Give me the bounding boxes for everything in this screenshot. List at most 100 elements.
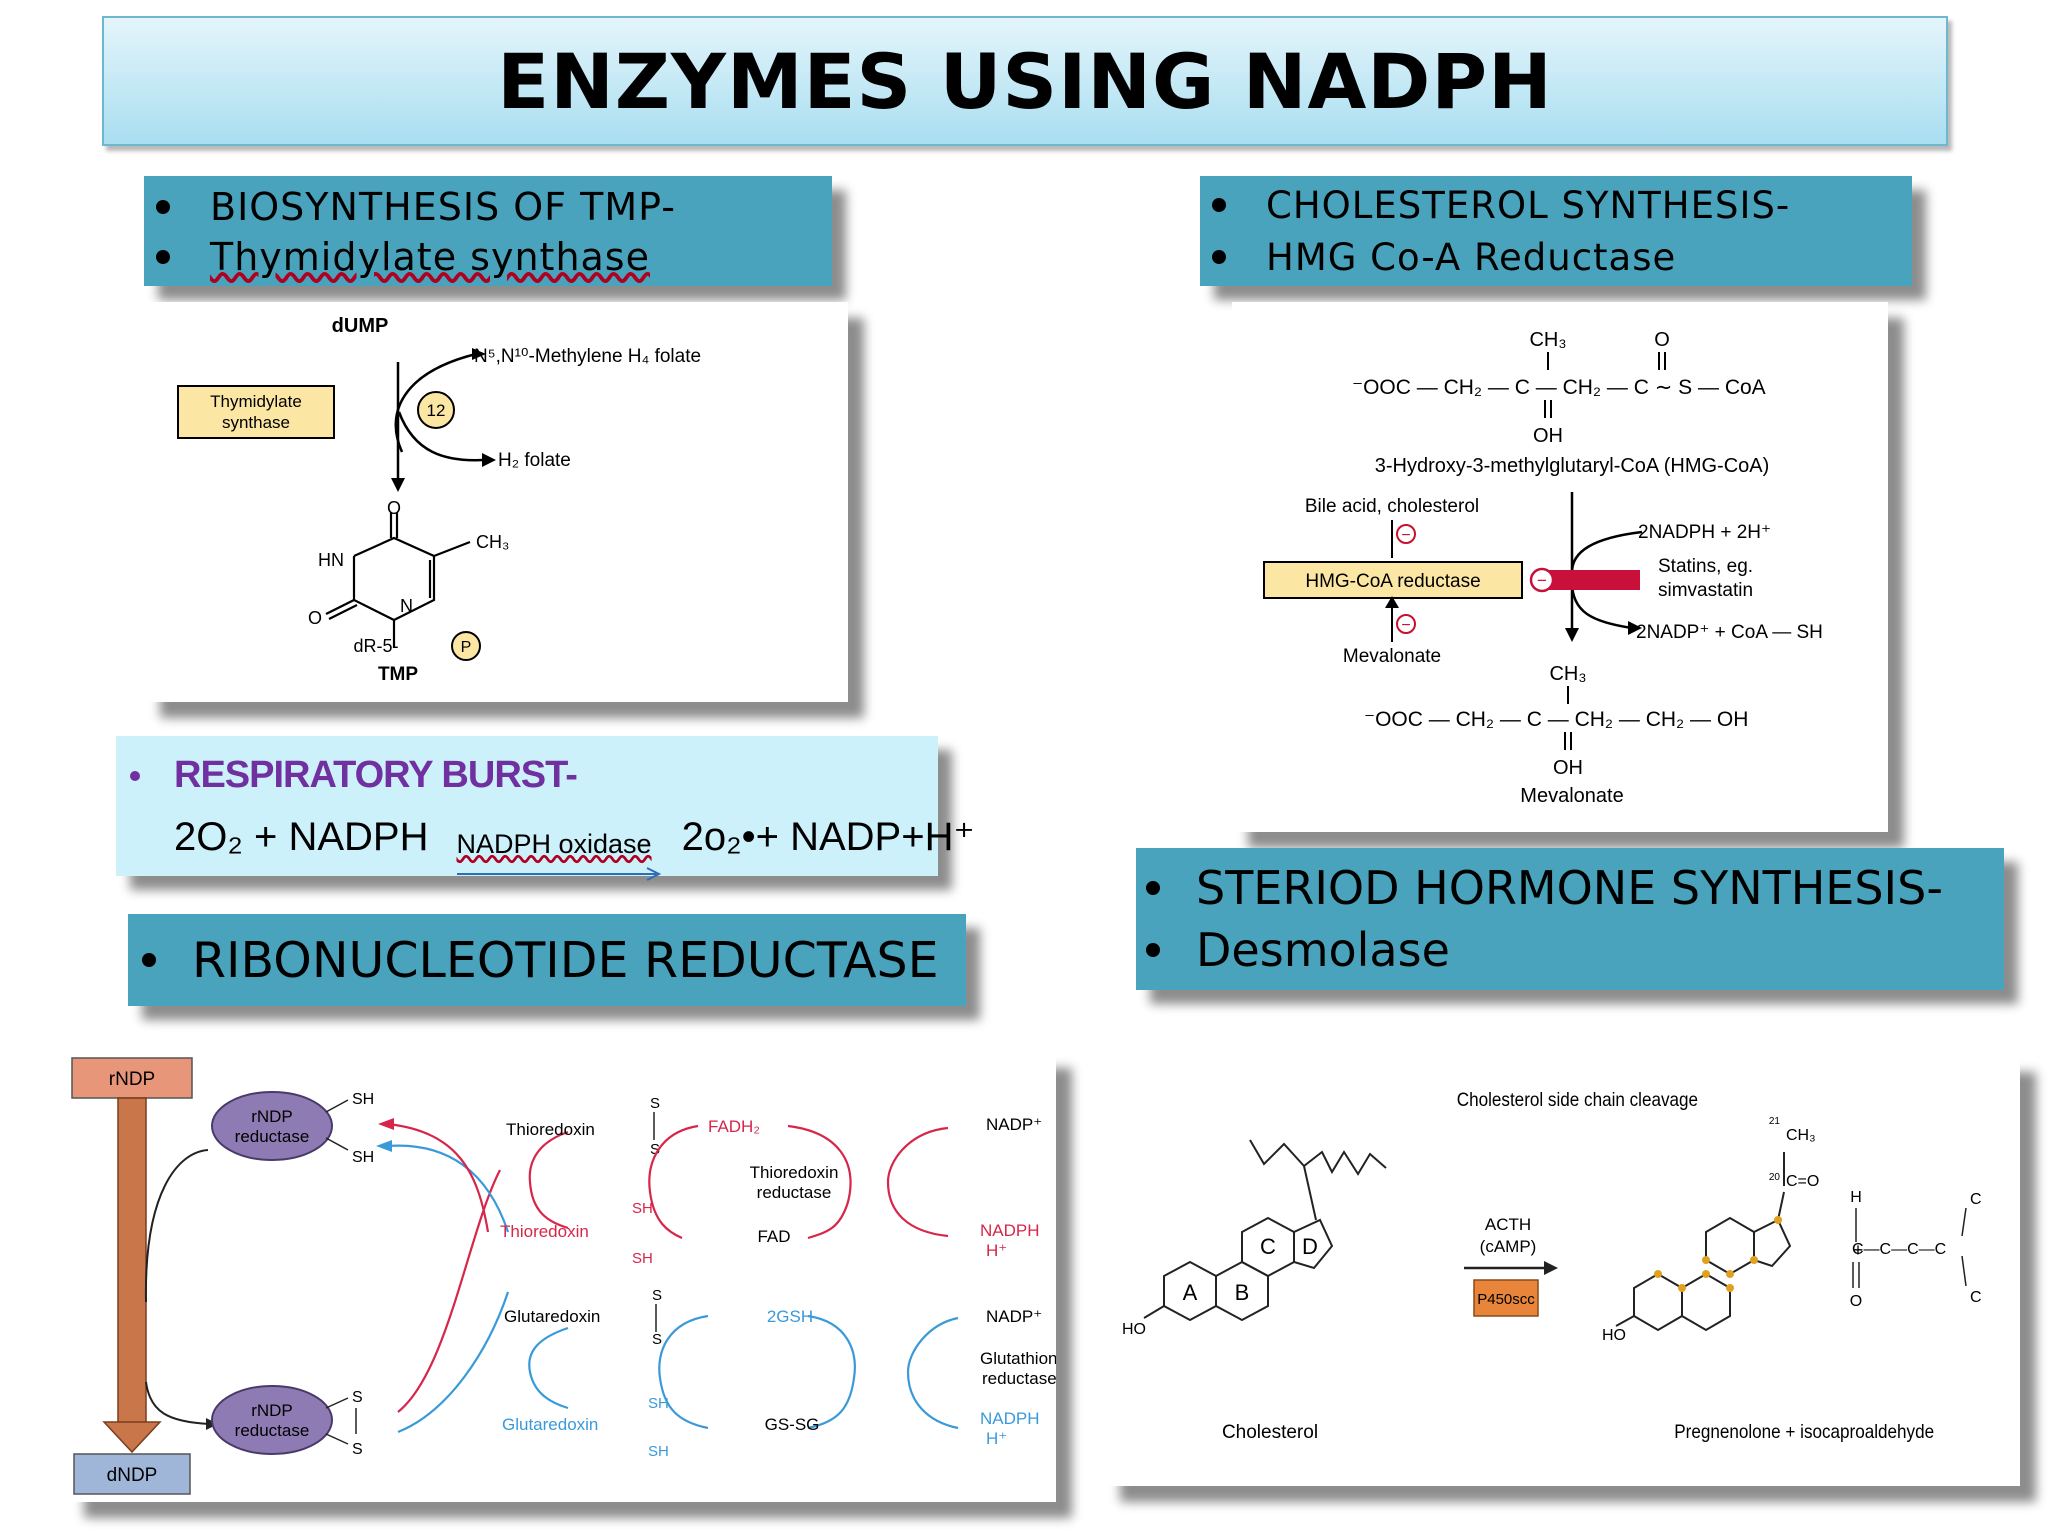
svg-text:C: C (1260, 1234, 1276, 1259)
svg-text:O: O (1654, 329, 1670, 351)
reaction-rhs: 2o₂•+ NADP+H⁺ (681, 815, 975, 859)
steroid-hormone-box: STERIOD HORMONE SYNTHESIS- Desmolase (1136, 848, 2004, 990)
reduction-arrow (117, 1097, 147, 1429)
svg-text:S: S (652, 1331, 662, 1348)
svg-text:HN: HN (318, 550, 344, 570)
svg-text:rNDP: rNDP (251, 1107, 293, 1126)
svg-text:−: − (1537, 571, 1547, 590)
svg-text:SH: SH (648, 1395, 669, 1412)
bullet-icon (1146, 881, 1160, 895)
thymine-ring-icon (325, 512, 471, 648)
p450scc-label: P450scc (1477, 1291, 1535, 1308)
bullet-icon (156, 250, 170, 264)
steroid-heading: STERIOD HORMONE SYNTHESIS- (1196, 861, 1943, 915)
cofactor-out-label: H₂ folate (498, 450, 571, 471)
step-number: 12 (427, 401, 446, 420)
cholesterol-enzyme: HMG Co-A Reductase (1266, 235, 1677, 279)
gsh-label: 2GSH (767, 1307, 813, 1326)
svg-text:O: O (308, 608, 322, 628)
tmp-diagram: dUMP N⁵,N¹⁰-Methylene H₄ folate Thymidyl… (144, 302, 848, 702)
cholesterol-header-box: CHOLESTEROL SYNTHESIS- HMG Co-A Reductas… (1200, 176, 1912, 286)
svg-text:C: C (1970, 1289, 1982, 1306)
svg-text:O: O (387, 498, 401, 518)
inhibit-icon (1529, 567, 1555, 593)
inhibitor-bile-acid: Bile acid, cholesterol (1305, 496, 1479, 517)
hmg-coa-reductase-label: HMG-CoA reductase (1305, 571, 1480, 592)
tmp-product-label: TMP (378, 664, 418, 685)
inhibit-icon (1396, 524, 1416, 544)
nadph-input: 2NADPH + 2H⁺ (1638, 522, 1771, 543)
svg-text:O: O (1850, 1293, 1862, 1310)
respiratory-burst-box: RESPIRATORY BURST- 2O₂ + NADPH NADPH oxi… (116, 736, 975, 881)
cholesterol-heading: CHOLESTEROL SYNTHESIS- (1266, 183, 1791, 227)
svg-text:simvastatin: simvastatin (1658, 580, 1753, 601)
nadp-output: 2NADP⁺ + CoA — SH (1636, 622, 1823, 643)
bullet-icon (130, 770, 140, 781)
svg-text:CH₃: CH₃ (1549, 663, 1586, 685)
bullet-icon (142, 953, 156, 967)
hmg-coa-diagram: CH₃ O ⁻OOC — CH₂ — C — CH₂ — C ∼ S — CoA… (1232, 302, 1888, 832)
reaction-lhs: 2O₂ + NADPH (174, 815, 429, 859)
gssg-label: GS-SG (765, 1415, 820, 1434)
phosphate-icon (451, 631, 481, 661)
svg-text:SH: SH (632, 1250, 653, 1267)
pregnenolone-structure-icon (1615, 1152, 1792, 1332)
svg-text:N: N (400, 596, 413, 616)
inhibit-icon (1396, 614, 1416, 634)
svg-text:C—C—C—C: C—C—C—C (1852, 1241, 1946, 1258)
respiratory-burst-heading: RESPIRATORY BURST- (174, 754, 578, 796)
cholesterol-structure-icon (1143, 1139, 1387, 1322)
svg-text:S: S (650, 1141, 660, 1158)
ribonucleotide-reductase-box: RIBONUCLEOTIDE REDUCTASE (128, 914, 966, 1006)
title-banner: ENZYMES USING NADPH (102, 16, 1948, 146)
statin-block-bar (1536, 570, 1640, 590)
svg-text:HO: HO (1602, 1327, 1626, 1344)
svg-text:synthase: synthase (222, 413, 290, 432)
svg-text:CH₃: CH₃ (476, 532, 509, 552)
svg-text:NADPH: NADPH (980, 1409, 1040, 1428)
inhibitor-mevalonate: Mevalonate (1343, 646, 1441, 667)
svg-text:H⁺: H⁺ (986, 1429, 1007, 1448)
mevalonate-label: Mevalonate (1520, 785, 1623, 807)
svg-text:CH₃: CH₃ (1529, 329, 1566, 351)
svg-text:H: H (1850, 1189, 1862, 1206)
ribonucleotide-diagram: rNDP dNDP rNDP reductase rNDP reductase … (68, 1052, 1067, 1502)
bullet-icon (1146, 943, 1160, 957)
thioredoxin-reduced: Thioredoxin (500, 1222, 589, 1241)
rndp-reductase-oxidized (211, 1091, 333, 1161)
rndp-box (71, 1057, 193, 1099)
svg-text:reductase: reductase (235, 1127, 310, 1146)
svg-text:SH: SH (648, 1443, 669, 1460)
dndp-box (73, 1453, 191, 1495)
steroid-enzyme: Desmolase (1196, 923, 1450, 977)
hmg-coa-reductase-box (1263, 561, 1523, 599)
svg-text:Thioredoxin: Thioredoxin (750, 1163, 839, 1182)
svg-text:HO: HO (1122, 1321, 1146, 1338)
svg-text:H⁺: H⁺ (986, 1241, 1007, 1260)
svg-text:S: S (650, 1095, 660, 1112)
side-chain-cleavage-caption: Cholesterol side chain cleavage (1457, 1089, 1698, 1110)
svg-text:21: 21 (1769, 1116, 1781, 1127)
reaction-arrow-icon (456, 867, 661, 881)
svg-text:rNDP: rNDP (109, 1069, 155, 1090)
rndp-reductase-reduced (211, 1385, 333, 1455)
svg-text:20: 20 (1769, 1172, 1781, 1183)
svg-text:rNDP: rNDP (251, 1401, 293, 1420)
pregnenolone-label: Pregnenolone + isocaproaldehyde (1674, 1421, 1934, 1442)
step-badge (417, 391, 455, 429)
svg-text:OH: OH (1533, 425, 1563, 447)
svg-text:−: − (1401, 617, 1410, 634)
hmg-formula: ⁻OOC — CH₂ — C — CH₂ — C ∼ S — CoA (1352, 376, 1766, 399)
glutathione-reductase-label: Glutathione (980, 1349, 1056, 1368)
nadp-label: NADP⁺ (986, 1115, 1042, 1134)
statins-label: Statins, eg. (1658, 556, 1753, 577)
ribonucleotide-reductase-heading: RIBONUCLEOTIDE REDUCTASE (192, 931, 939, 989)
tmp-header-box: BIOSYNTHESIS OF TMP- Thymidylate synthas… (144, 176, 832, 286)
svg-text:B: B (1235, 1280, 1250, 1305)
svg-text:reductase: reductase (235, 1421, 310, 1440)
steroid-diagram: Cholesterol side chain cleavage A B C D … (1104, 1056, 2020, 1486)
dump-label: dUMP (332, 315, 389, 337)
svg-text:CH₃: CH₃ (1786, 1127, 1816, 1144)
svg-text:+: + (1853, 1240, 1864, 1260)
svg-text:NADP⁺: NADP⁺ (986, 1307, 1042, 1326)
